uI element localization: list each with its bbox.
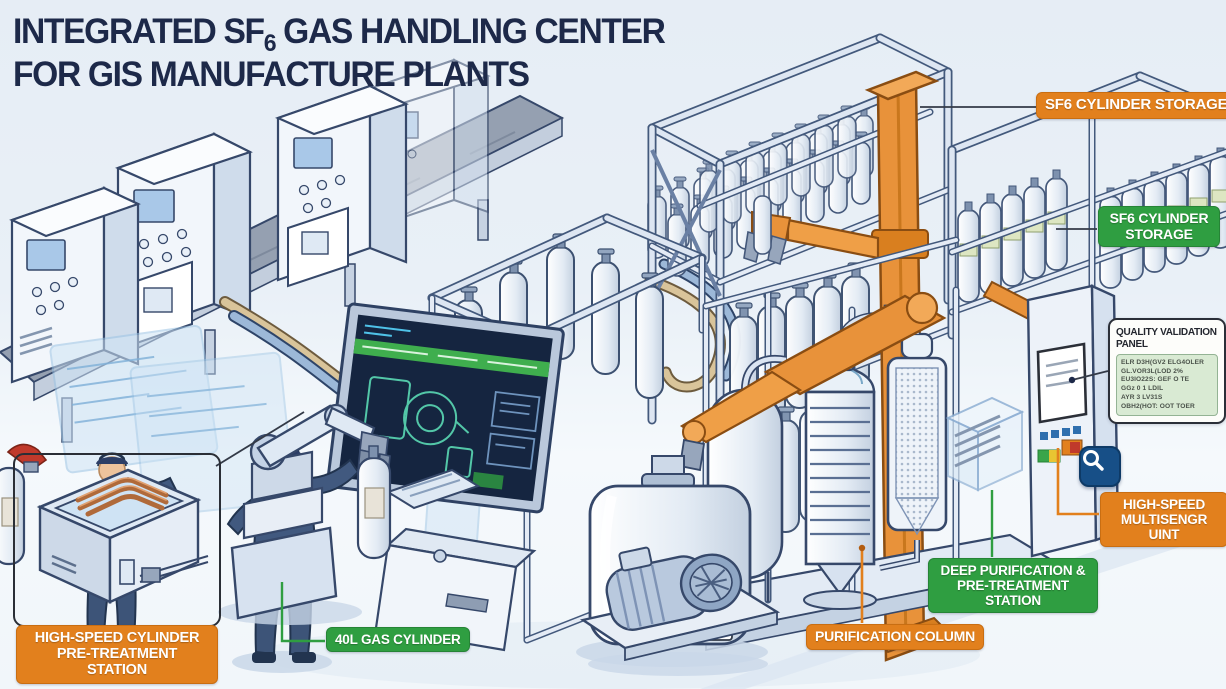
40l-cylinder: [356, 445, 392, 560]
title-line-2: FOR GIS MANUFACTURE PLANTS: [13, 54, 530, 94]
quality-validation-body: ELR D3H(GV2 ELG4OLER GL.VOR3L(LOD 2% EU3…: [1116, 354, 1218, 417]
console-desk: [374, 527, 537, 652]
label-high-speed-sensor-unit: HIGH-SPEED MULTISENGR UINT: [1100, 492, 1226, 548]
qv-line: ELR D3H(GV2 ELG4OLER: [1121, 359, 1204, 366]
qv-line: AYR 3 LV31S: [1121, 393, 1163, 401]
search-icon: [1083, 450, 1104, 471]
qv-line: EU3IO22S: GEF O TE: [1121, 376, 1190, 384]
title-line-1: INTEGRATED SF6 GAS HANDLING CENTER: [13, 12, 666, 57]
callout-connectors: [215, 106, 1109, 643]
quality-validation-callout: QUALITY VALIDATION PANEL ELR D3H(GV2 ELG…: [1108, 318, 1226, 425]
label-cylinder-pretreatment-station: HIGH-SPEED CYLINDER PRE-TREATMENT STATIO…: [16, 625, 218, 684]
pretreatment-bath: [36, 468, 209, 604]
qv-line: GL.VOR3L(LOD 2%: [1121, 367, 1183, 375]
label-sf6-cylinder-storage-right: SF6 CYLINDER STORAGE: [1098, 206, 1220, 248]
page-title: INTEGRATED SF6 GAS HANDLING CENTER FOR G…: [13, 12, 666, 94]
cylinder-handling-robot: [218, 403, 392, 625]
orange-robot-arm: [678, 291, 947, 472]
label-purification-column: PURIFICATION COLUMN: [806, 624, 985, 650]
gripper-claw: [743, 195, 792, 266]
filter-cube: [945, 396, 1025, 492]
label-sf6-cylinder-storage-top: SF6 CYLINDER STORAGE: [1036, 92, 1226, 119]
pretreatment-inset-frame: [13, 453, 221, 627]
quality-validation-title: QUALITY VALIDATION PANEL: [1116, 327, 1217, 350]
magnifier-badge: [1079, 446, 1121, 487]
qv-line: GGz 0 1 LDIL: [1121, 385, 1164, 393]
label-40l-gas-cylinder: 40L GAS CYLINDER: [326, 627, 470, 653]
qv-line: OBH2(HOT: OOT TOER: [1121, 402, 1195, 410]
label-deep-purification-station: DEEP PURIFICATION & PRE-TREATMENT STATIO…: [928, 558, 1098, 614]
purification-column-finned: [803, 312, 885, 610]
vacuum-pump: [579, 546, 781, 676]
